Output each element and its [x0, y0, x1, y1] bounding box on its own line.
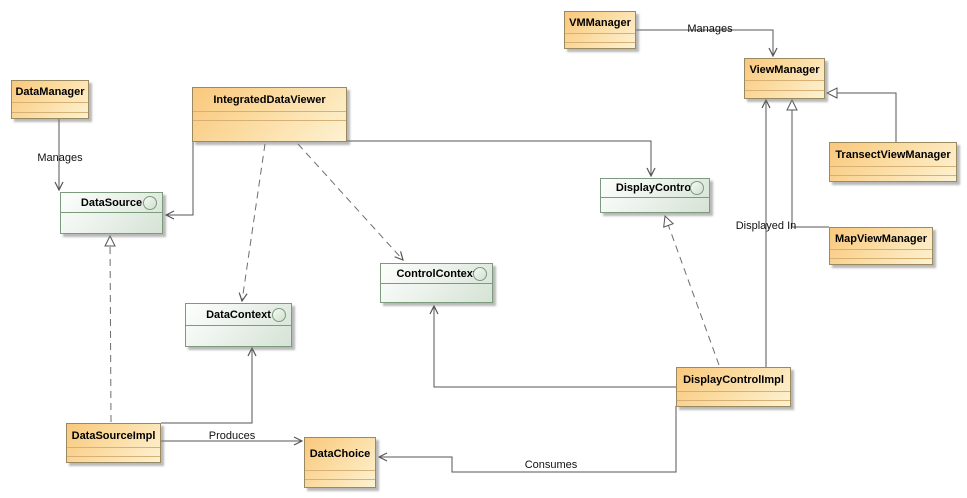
class-title: VMManager: [569, 16, 631, 29]
methods-compartment: [193, 120, 346, 141]
edge-displaycontrolimpl-datachoice: [379, 406, 677, 473]
class-title: ViewManager: [749, 63, 820, 76]
edge-integrateddataviewer-controlcontext-dependency: [297, 143, 403, 260]
attributes-compartment: [305, 470, 375, 479]
class-title: DataManager: [15, 85, 85, 98]
class-view-manager[interactable]: ViewManager: [744, 58, 825, 99]
methods-compartment: [565, 42, 635, 48]
attributes-compartment: [565, 33, 635, 42]
members-compartment: [381, 283, 492, 302]
class-title: DataChoice: [309, 448, 371, 460]
interface-title: DataSource: [61, 193, 162, 212]
interface-title: DisplayControl: [601, 179, 709, 197]
edge-label-displayed-in: Displayed In: [735, 220, 797, 232]
interface-title-text: DisplayControl: [615, 182, 695, 194]
edge-displaycontrolimpl-controlcontext: [434, 306, 676, 388]
interface-title-text: ControlContext: [396, 267, 477, 280]
class-title: DataSourceImpl: [71, 429, 156, 442]
interface-title-text: DataSource: [80, 196, 143, 209]
edge-integrateddataviewer-datacontext-dependency: [242, 143, 266, 301]
edge-label-manages-viewmanager: Manages: [687, 23, 733, 35]
class-title: IntegratedDataViewer: [213, 93, 326, 106]
class-data-choice[interactable]: DataChoice: [304, 437, 376, 488]
interface-display-control[interactable]: DisplayControl: [600, 178, 710, 213]
interface-title: ControlContext: [381, 264, 492, 283]
interface-lollipop-icon: [143, 195, 157, 210]
interface-data-source[interactable]: DataSource: [60, 192, 163, 234]
edge-transectviewmanager-viewmanager: [827, 93, 897, 142]
class-transect-view-manager[interactable]: TransectViewManager: [829, 142, 957, 182]
class-vm-manager[interactable]: VMManager: [564, 11, 636, 49]
class-data-source-impl[interactable]: DataSourceImpl: [66, 423, 161, 463]
interface-lollipop-icon: [473, 266, 487, 281]
class-title: TransectViewManager: [835, 148, 951, 161]
edge-label-consumes: Consumes: [524, 459, 578, 471]
class-display-control-impl[interactable]: DisplayControlImpl: [676, 367, 791, 407]
edge-label-produces: Produces: [208, 430, 256, 442]
methods-compartment: [305, 479, 375, 487]
methods-compartment: [67, 456, 160, 462]
edge-displaycontrolimpl-displaycontrol-realization: [665, 216, 720, 366]
class-integrated-data-viewer[interactable]: IntegratedDataViewer: [192, 87, 347, 142]
interface-title-text: DataContext: [206, 308, 271, 321]
members-compartment: [61, 212, 162, 233]
interface-lollipop-icon: [690, 181, 704, 195]
class-title: MapViewManager: [834, 232, 928, 245]
methods-compartment: [830, 258, 932, 264]
class-map-view-manager[interactable]: MapViewManager: [829, 227, 933, 265]
attributes-compartment: [830, 249, 932, 258]
attributes-compartment: [830, 166, 956, 175]
attributes-compartment: [193, 111, 346, 120]
edge-datasourceimpl-datacontext: [161, 348, 252, 424]
interface-lollipop-icon: [272, 307, 286, 322]
edge-label-manages-datasource: Manages: [37, 152, 83, 164]
class-data-manager[interactable]: DataManager: [11, 80, 89, 119]
methods-compartment: [12, 112, 88, 118]
edge-integrateddataviewer-datasource: [166, 142, 194, 215]
edge-integrateddataviewer-displaycontrol: [347, 140, 651, 176]
edge-vmmanager-viewmanager: [636, 29, 773, 56]
attributes-compartment: [12, 102, 88, 112]
methods-compartment: [830, 175, 956, 181]
attributes-compartment: [67, 447, 160, 456]
methods-compartment: [677, 400, 790, 406]
interface-data-context[interactable]: DataContext: [185, 303, 292, 347]
attributes-compartment: [745, 80, 824, 90]
edge-mapviewmanager-viewmanager: [792, 100, 829, 228]
members-compartment: [186, 325, 291, 346]
members-compartment: [601, 197, 709, 212]
interface-control-context[interactable]: ControlContext: [380, 263, 493, 303]
attributes-compartment: [677, 391, 790, 400]
class-title: DisplayControlImpl: [683, 373, 784, 386]
interface-title: DataContext: [186, 304, 291, 325]
edge-datasourceimpl-datasource-realization: [110, 236, 111, 423]
methods-compartment: [745, 90, 824, 98]
